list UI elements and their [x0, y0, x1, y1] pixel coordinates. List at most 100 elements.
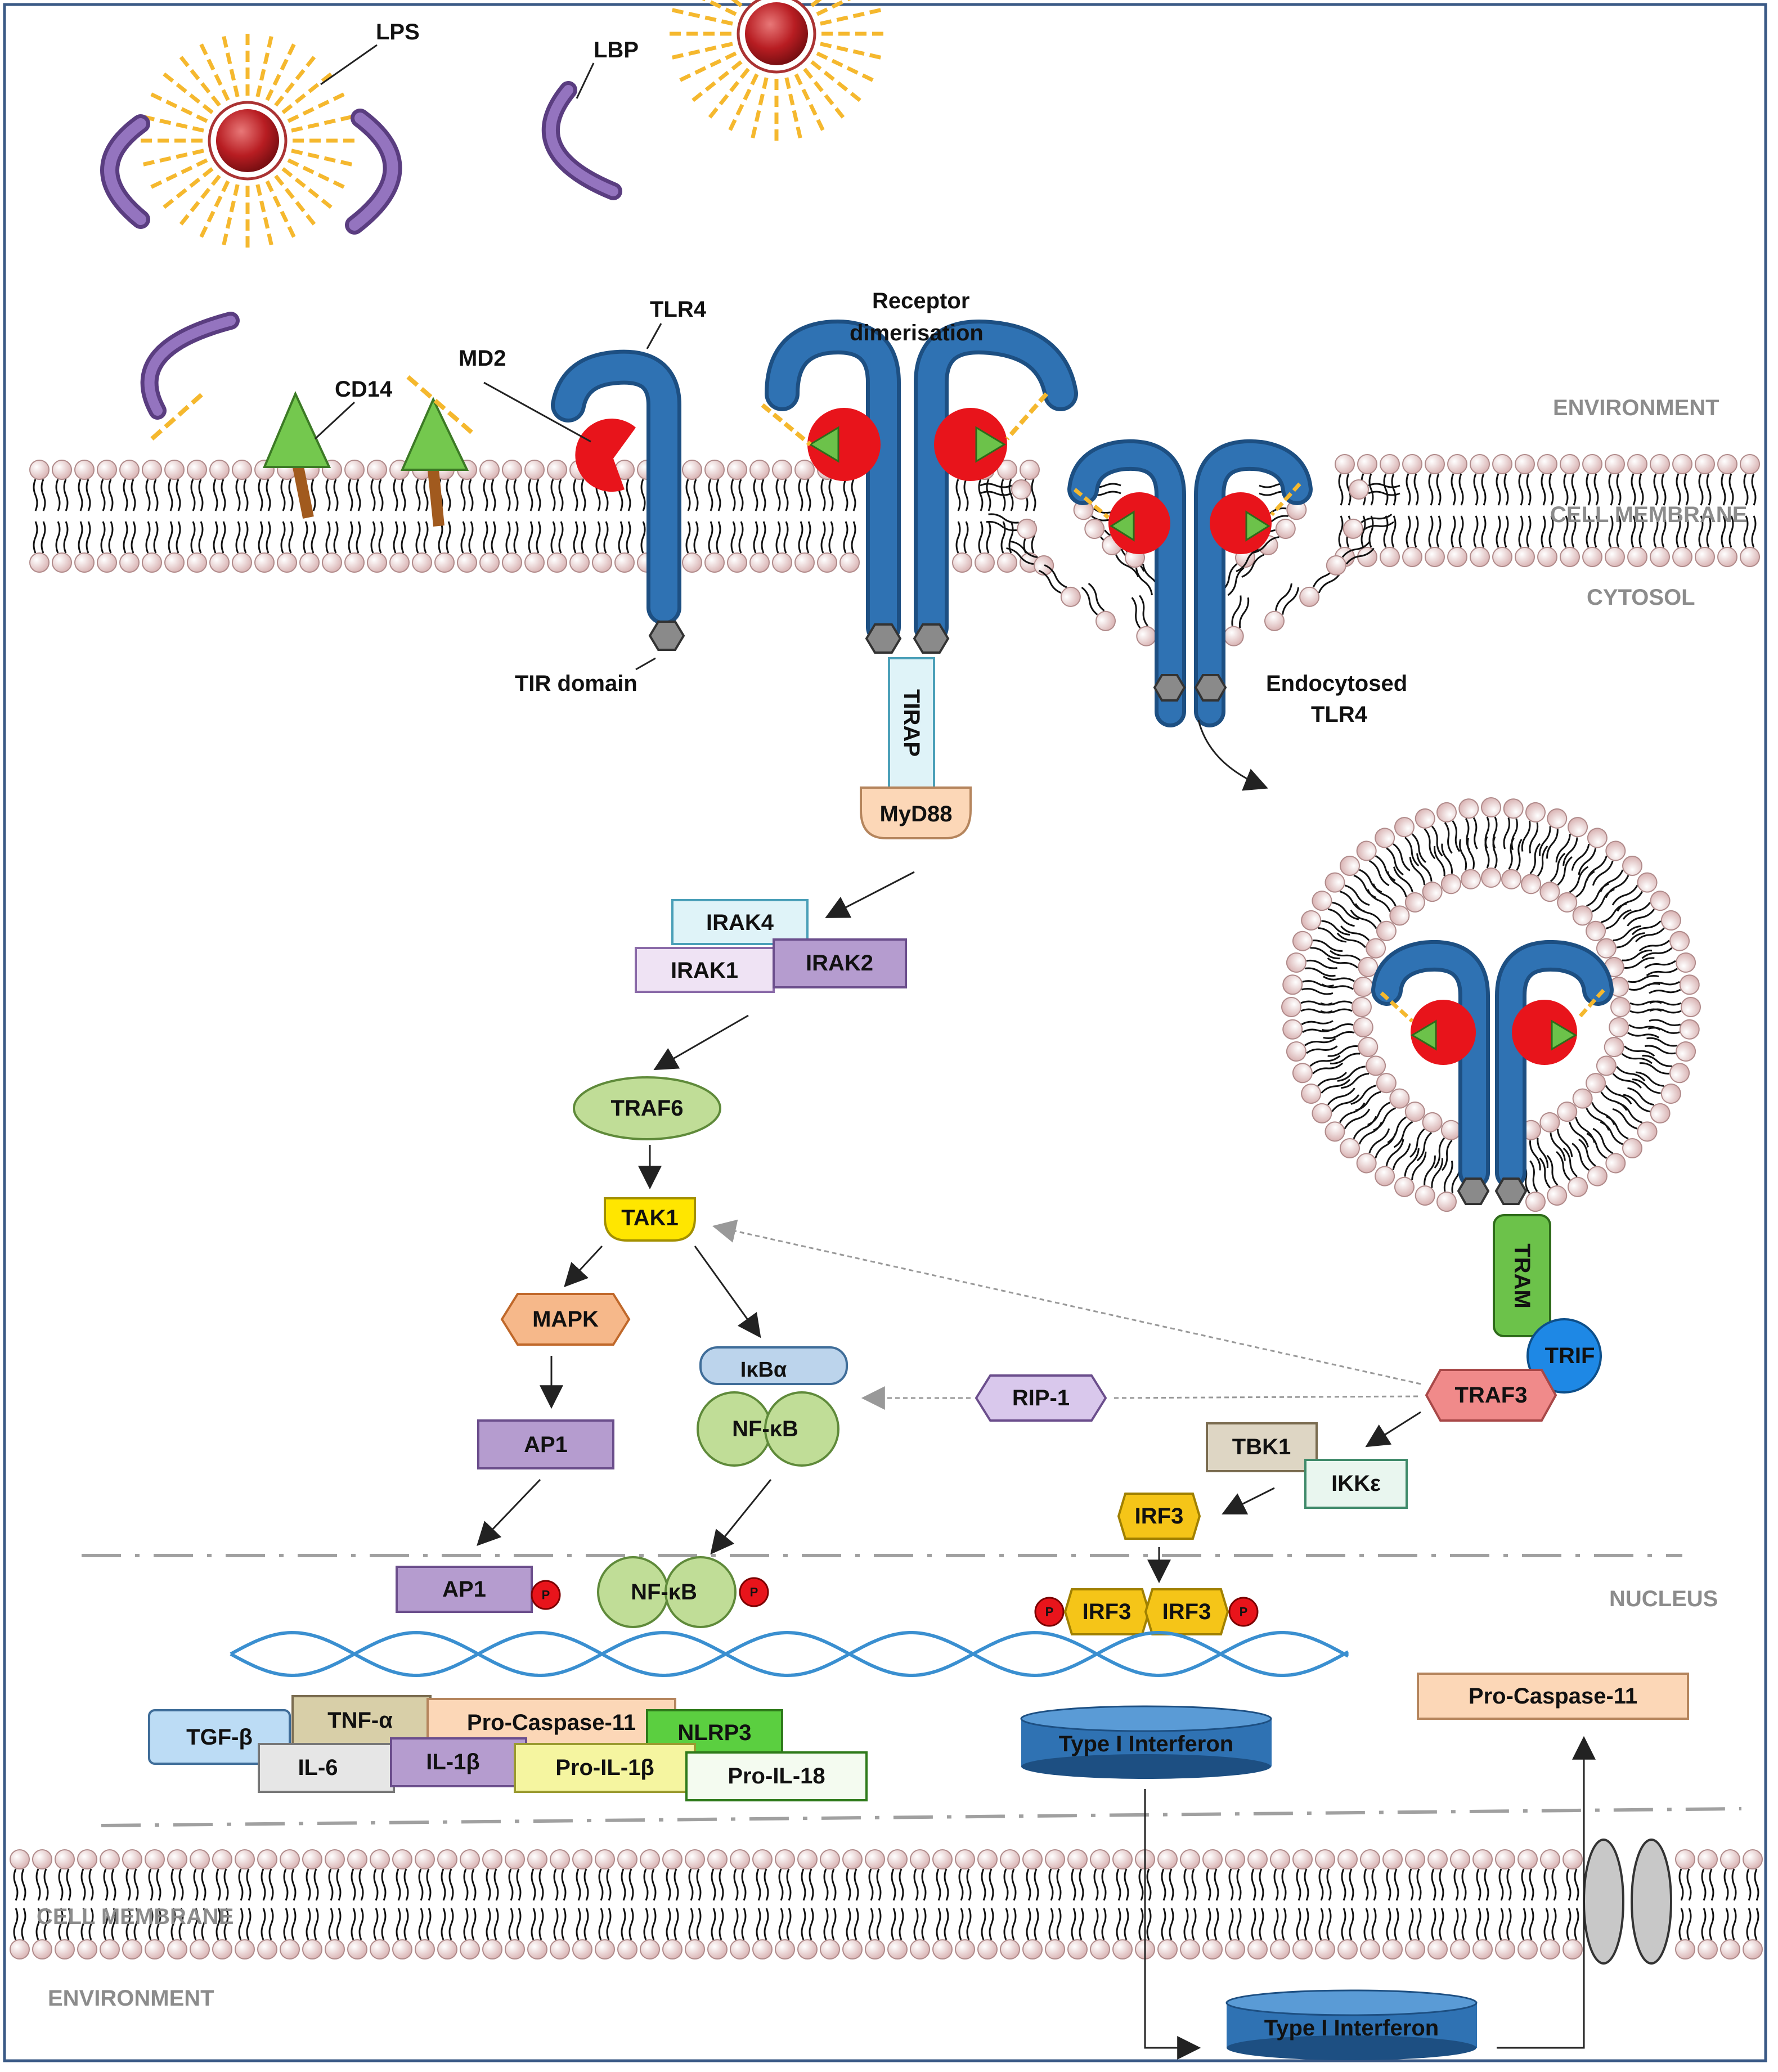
p-ap1: [531, 1580, 561, 1610]
lbp-free-inner: [545, 85, 618, 196]
label-cd14: CD14: [335, 377, 393, 402]
traf3-shape: [1425, 1369, 1557, 1422]
zone-environment-bottom: ENVIRONMENT: [48, 1986, 214, 2011]
lps-chain-2: [406, 375, 474, 435]
proil1b-label: Pro-IL-1β: [555, 1755, 654, 1780]
lps-molecule-2: [670, 0, 883, 141]
zone-cell-membrane-bottom: CELL MEMBRANE: [37, 1904, 234, 1929]
tgfb-box: [148, 1709, 291, 1765]
lbp-cd14-inner: [144, 316, 236, 416]
proil18-box: [685, 1751, 868, 1801]
p-nfkb-label: P: [750, 1585, 758, 1599]
irak4-label: IRAK4: [706, 910, 774, 935]
arrow-irak-traf6: [653, 1014, 749, 1071]
zone-nucleus: NUCLEUS: [1609, 1586, 1718, 1611]
traf6-ellipse: [573, 1076, 721, 1140]
irak4-box: [671, 899, 809, 945]
leader-cd14: [314, 401, 356, 440]
nfkb-nuclear-label: NF-κB: [631, 1580, 697, 1604]
arrow-traf3-tak1: [712, 1219, 1421, 1385]
tram-box: [1493, 1214, 1551, 1337]
ikba-label: IκBα: [740, 1358, 787, 1382]
label-tlr4: TLR4: [650, 297, 707, 322]
ap1-nuclear-box: [396, 1566, 533, 1613]
label-receptor-dim-2: dimerisation: [850, 321, 984, 345]
cd14-2: [400, 397, 469, 527]
tbk1-label: TBK1: [1232, 1435, 1291, 1459]
traf3-label: TRAF3: [1455, 1383, 1528, 1408]
leader-tir: [635, 657, 656, 671]
channel-left: [1583, 1839, 1624, 1965]
arrow-myd88-irak: [825, 871, 915, 918]
nfkb-circle-2: [764, 1391, 839, 1467]
nfkb-nuc-circle-2: [664, 1556, 737, 1628]
tram-label: TRAM: [1510, 1243, 1534, 1309]
tnfa-label: TNF-α: [327, 1708, 393, 1733]
dna-strand-1: [230, 1630, 1349, 1678]
procasp11-right-label: Pro-Caspase-11: [1469, 1684, 1637, 1709]
arrow-traf3-tbk1: [1365, 1411, 1421, 1448]
type1ifn-out-label: Type I Interferon: [1264, 2016, 1439, 2040]
p-irf3-a: [1034, 1597, 1065, 1627]
dna-strand-2: [230, 1630, 1349, 1678]
procasp11-label: Pro-Caspase-11: [467, 1710, 636, 1735]
leader-md2: [483, 381, 591, 443]
proil18-label: Pro-IL-18: [728, 1764, 825, 1788]
tlr4-monomer: [551, 349, 685, 651]
label-tir-domain: TIR domain: [515, 671, 637, 696]
proil1b-box: [514, 1743, 696, 1793]
myd88-label: MyD88: [880, 802, 953, 826]
arrow-tak1-mapk: [564, 1245, 603, 1288]
endocytosing-tlr4: [1067, 439, 1313, 727]
lbp-left-inner: [104, 118, 146, 225]
leader-lps: [320, 44, 378, 86]
label-md2: MD2: [459, 346, 506, 371]
il6-label: IL-6: [298, 1755, 338, 1780]
rip1-shape: [975, 1374, 1107, 1422]
nfkb-label: NF-κB: [732, 1417, 798, 1441]
irak2-label: IRAK2: [806, 951, 873, 976]
irf3-label: IRF3: [1135, 1504, 1184, 1529]
ikba-box: [699, 1346, 848, 1385]
procasp11-right-box: [1417, 1673, 1689, 1720]
label-receptor-dim-1: Receptor: [872, 289, 969, 313]
tak1-label: TAK1: [621, 1206, 678, 1230]
tbk1-box: [1206, 1422, 1318, 1472]
myd88-box: [860, 786, 972, 839]
irak1-label: IRAK1: [671, 958, 738, 983]
nuclear-envelope-bottom: [101, 1807, 1742, 1827]
arrow-ifn-secretion: [1144, 1789, 1201, 2060]
traf6-label: TRAF6: [611, 1096, 684, 1121]
endosomal-tlr4: [1371, 940, 1614, 1205]
tir-domain-icon: [648, 621, 685, 651]
arrow-ap1-nucleus: [477, 1478, 541, 1547]
md2-protein: [575, 419, 636, 492]
zone-environment-top: ENVIRONMENT: [1553, 395, 1719, 420]
label-lps: LPS: [376, 20, 420, 44]
tlr4-dimer: [761, 320, 1078, 654]
p-nfkb: [739, 1577, 769, 1607]
type1ifn-label: Type I Interferon: [1059, 1732, 1233, 1756]
p-irf3-b-label: P: [1240, 1605, 1248, 1619]
arrow-traf3-rip1: [1111, 1395, 1418, 1399]
leader-tlr4: [646, 323, 662, 349]
ikke-label: IKKε: [1331, 1471, 1381, 1496]
zone-cytosol: CYTOSOL: [1587, 585, 1695, 610]
rip1-label: RIP-1: [1012, 1386, 1070, 1410]
lps-molecule: [141, 34, 354, 248]
p-irf3-a-label: P: [1045, 1605, 1054, 1619]
ap1-label: AP1: [524, 1432, 568, 1457]
irf3-b-shape: [1144, 1588, 1229, 1635]
irf3-a-label: IRF3: [1083, 1599, 1132, 1624]
ap1-box: [477, 1419, 614, 1469]
arrow-ifn-receptor: [1497, 1736, 1596, 2049]
il1b-label: IL-1β: [426, 1750, 480, 1774]
lps-chain: [150, 392, 204, 441]
arrow-ikke-irf3: [1222, 1487, 1275, 1514]
irf3-shape: [1117, 1493, 1201, 1540]
endosome-vesicle: [1281, 797, 1701, 1212]
arrow-tak1-ikba: [694, 1246, 761, 1338]
irak1-box: [635, 947, 775, 993]
leader-lbp: [576, 62, 595, 99]
